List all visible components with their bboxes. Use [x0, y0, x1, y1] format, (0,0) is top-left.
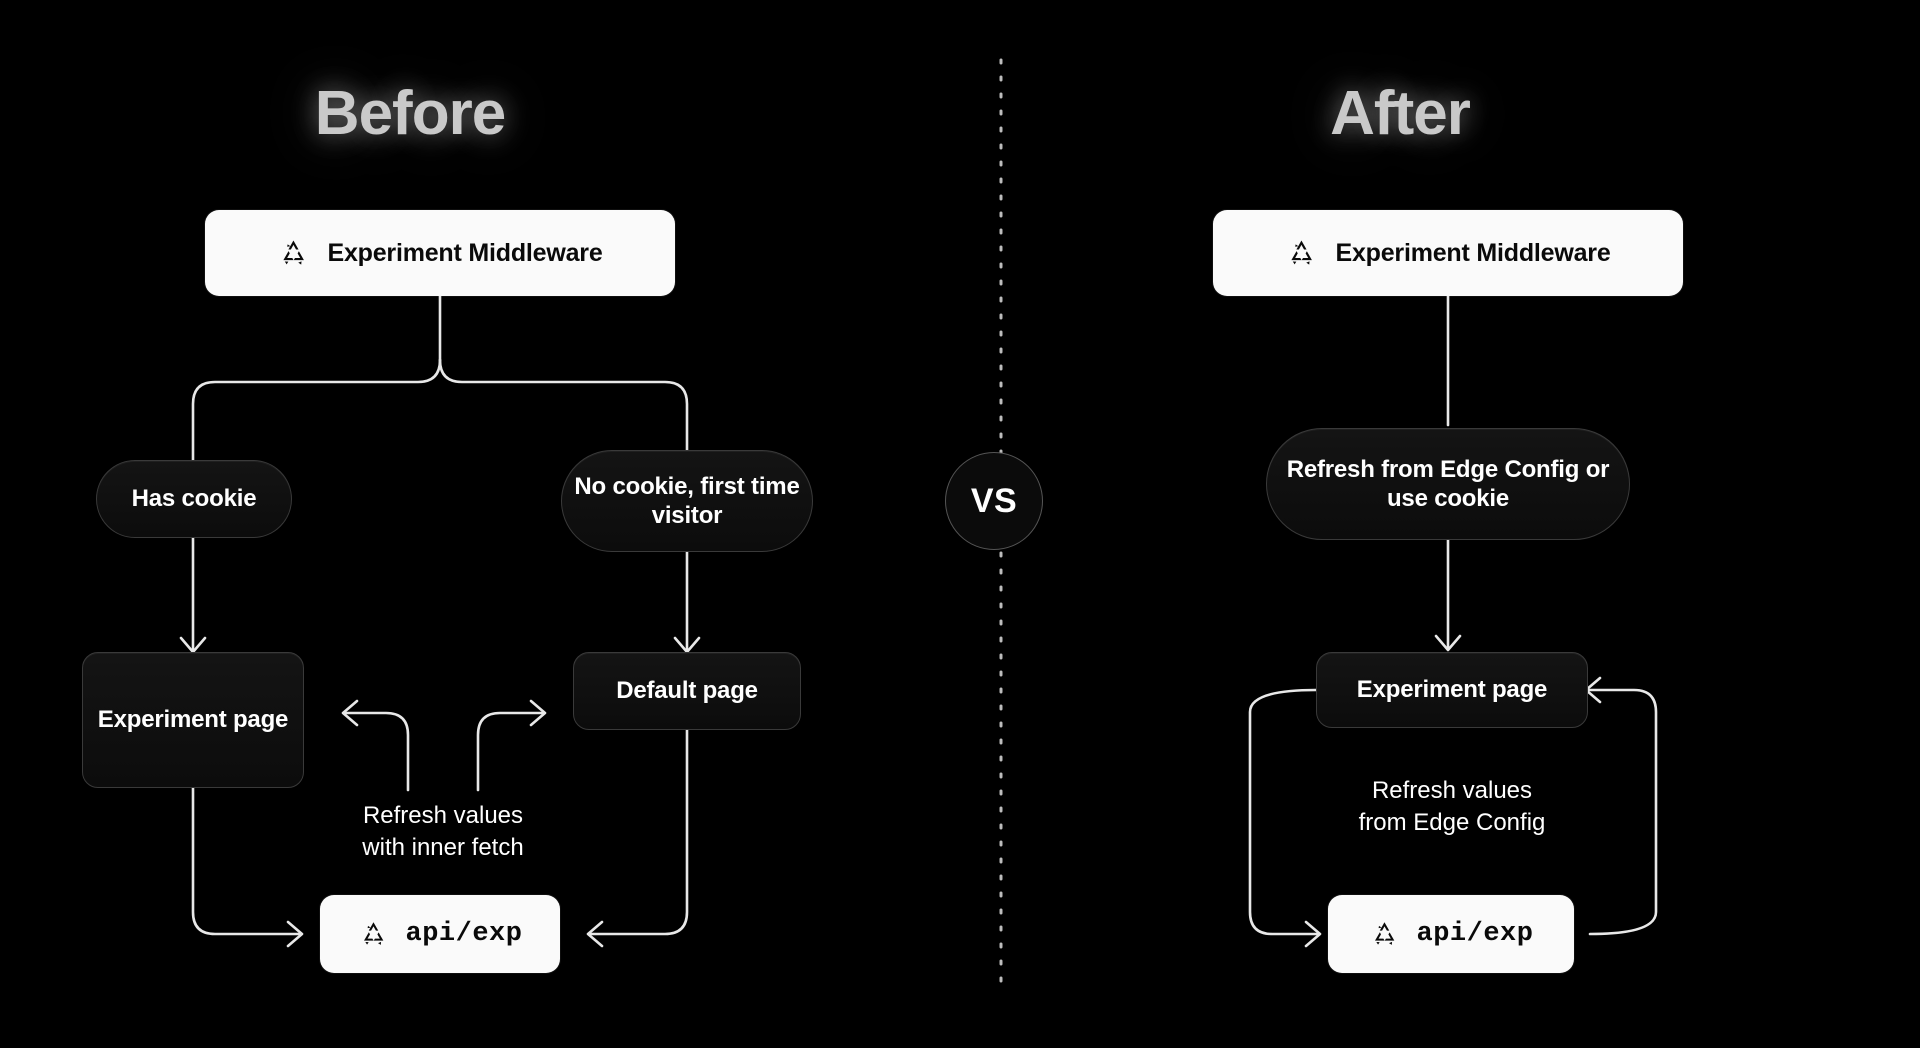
- before-middleware-card[interactable]: Experiment Middleware: [205, 210, 675, 296]
- after-middleware-card[interactable]: Experiment Middleware: [1213, 210, 1683, 296]
- after-api-exp-card[interactable]: api/exp: [1328, 895, 1574, 973]
- arrowhead-refresh-left: [341, 699, 359, 727]
- connector-before-branch-left: [191, 358, 442, 462]
- connector-refresh-to-experiment-page: [343, 711, 410, 792]
- after-refresh-caption: Refresh values from Edge Config: [1358, 777, 1546, 836]
- vs-badge: VS: [945, 452, 1043, 550]
- arrowhead-after-refresh-down: [1434, 634, 1462, 652]
- after-refresh-node-label: Refresh from Edge Config or use cookie: [1286, 455, 1610, 512]
- before-branch-has-cookie[interactable]: Has cookie: [96, 460, 292, 538]
- vercel-triangle-refresh-icon: [277, 236, 311, 270]
- arrowhead-after-to-experiment-page: [1584, 676, 1602, 704]
- before-branch-no-cookie[interactable]: No cookie, first time visitor: [561, 450, 813, 552]
- before-middleware-label: Experiment Middleware: [327, 238, 603, 267]
- before-default-page-label: Default page: [616, 677, 758, 705]
- section-title-after: After: [1330, 79, 1471, 148]
- arrowhead-has-cookie-down: [179, 636, 207, 654]
- vercel-triangle-refresh-icon: [358, 918, 390, 950]
- before-branch-no-cookie-label: No cookie, first time visitor: [574, 472, 800, 529]
- after-middleware-label: Experiment Middleware: [1335, 238, 1611, 267]
- after-refresh-node[interactable]: Refresh from Edge Config or use cookie: [1266, 428, 1630, 540]
- connector-before-branch-right: [438, 358, 689, 462]
- arrowhead-default-to-api: [586, 920, 604, 948]
- arrowhead-no-cookie-down: [673, 636, 701, 654]
- vs-label: VS: [970, 481, 1018, 520]
- section-title-before: Before: [314, 79, 506, 148]
- after-experiment-page-label: Experiment page: [1356, 676, 1548, 704]
- after-api-exp-label: api/exp: [1416, 919, 1534, 949]
- arrowhead-refresh-right: [529, 699, 547, 727]
- connector-refresh-to-default-page: [476, 711, 545, 792]
- arrowhead-after-to-api: [1304, 920, 1322, 948]
- after-experiment-page[interactable]: Experiment page: [1316, 652, 1588, 728]
- before-experiment-page-label: Experiment page: [97, 706, 289, 734]
- connector-default-page-to-api: [588, 711, 689, 936]
- before-branch-has-cookie-label: Has cookie: [131, 485, 257, 513]
- before-api-exp-label: api/exp: [405, 919, 523, 949]
- vercel-triangle-refresh-icon: [1285, 236, 1319, 270]
- arrowhead-experiment-to-api: [286, 920, 304, 948]
- before-experiment-page[interactable]: Experiment page: [82, 652, 304, 788]
- before-default-page[interactable]: Default page: [573, 652, 801, 730]
- before-api-exp-card[interactable]: api/exp: [320, 895, 560, 973]
- before-refresh-caption: Refresh values with inner fetch: [362, 802, 524, 861]
- vercel-triangle-refresh-icon: [1369, 918, 1401, 950]
